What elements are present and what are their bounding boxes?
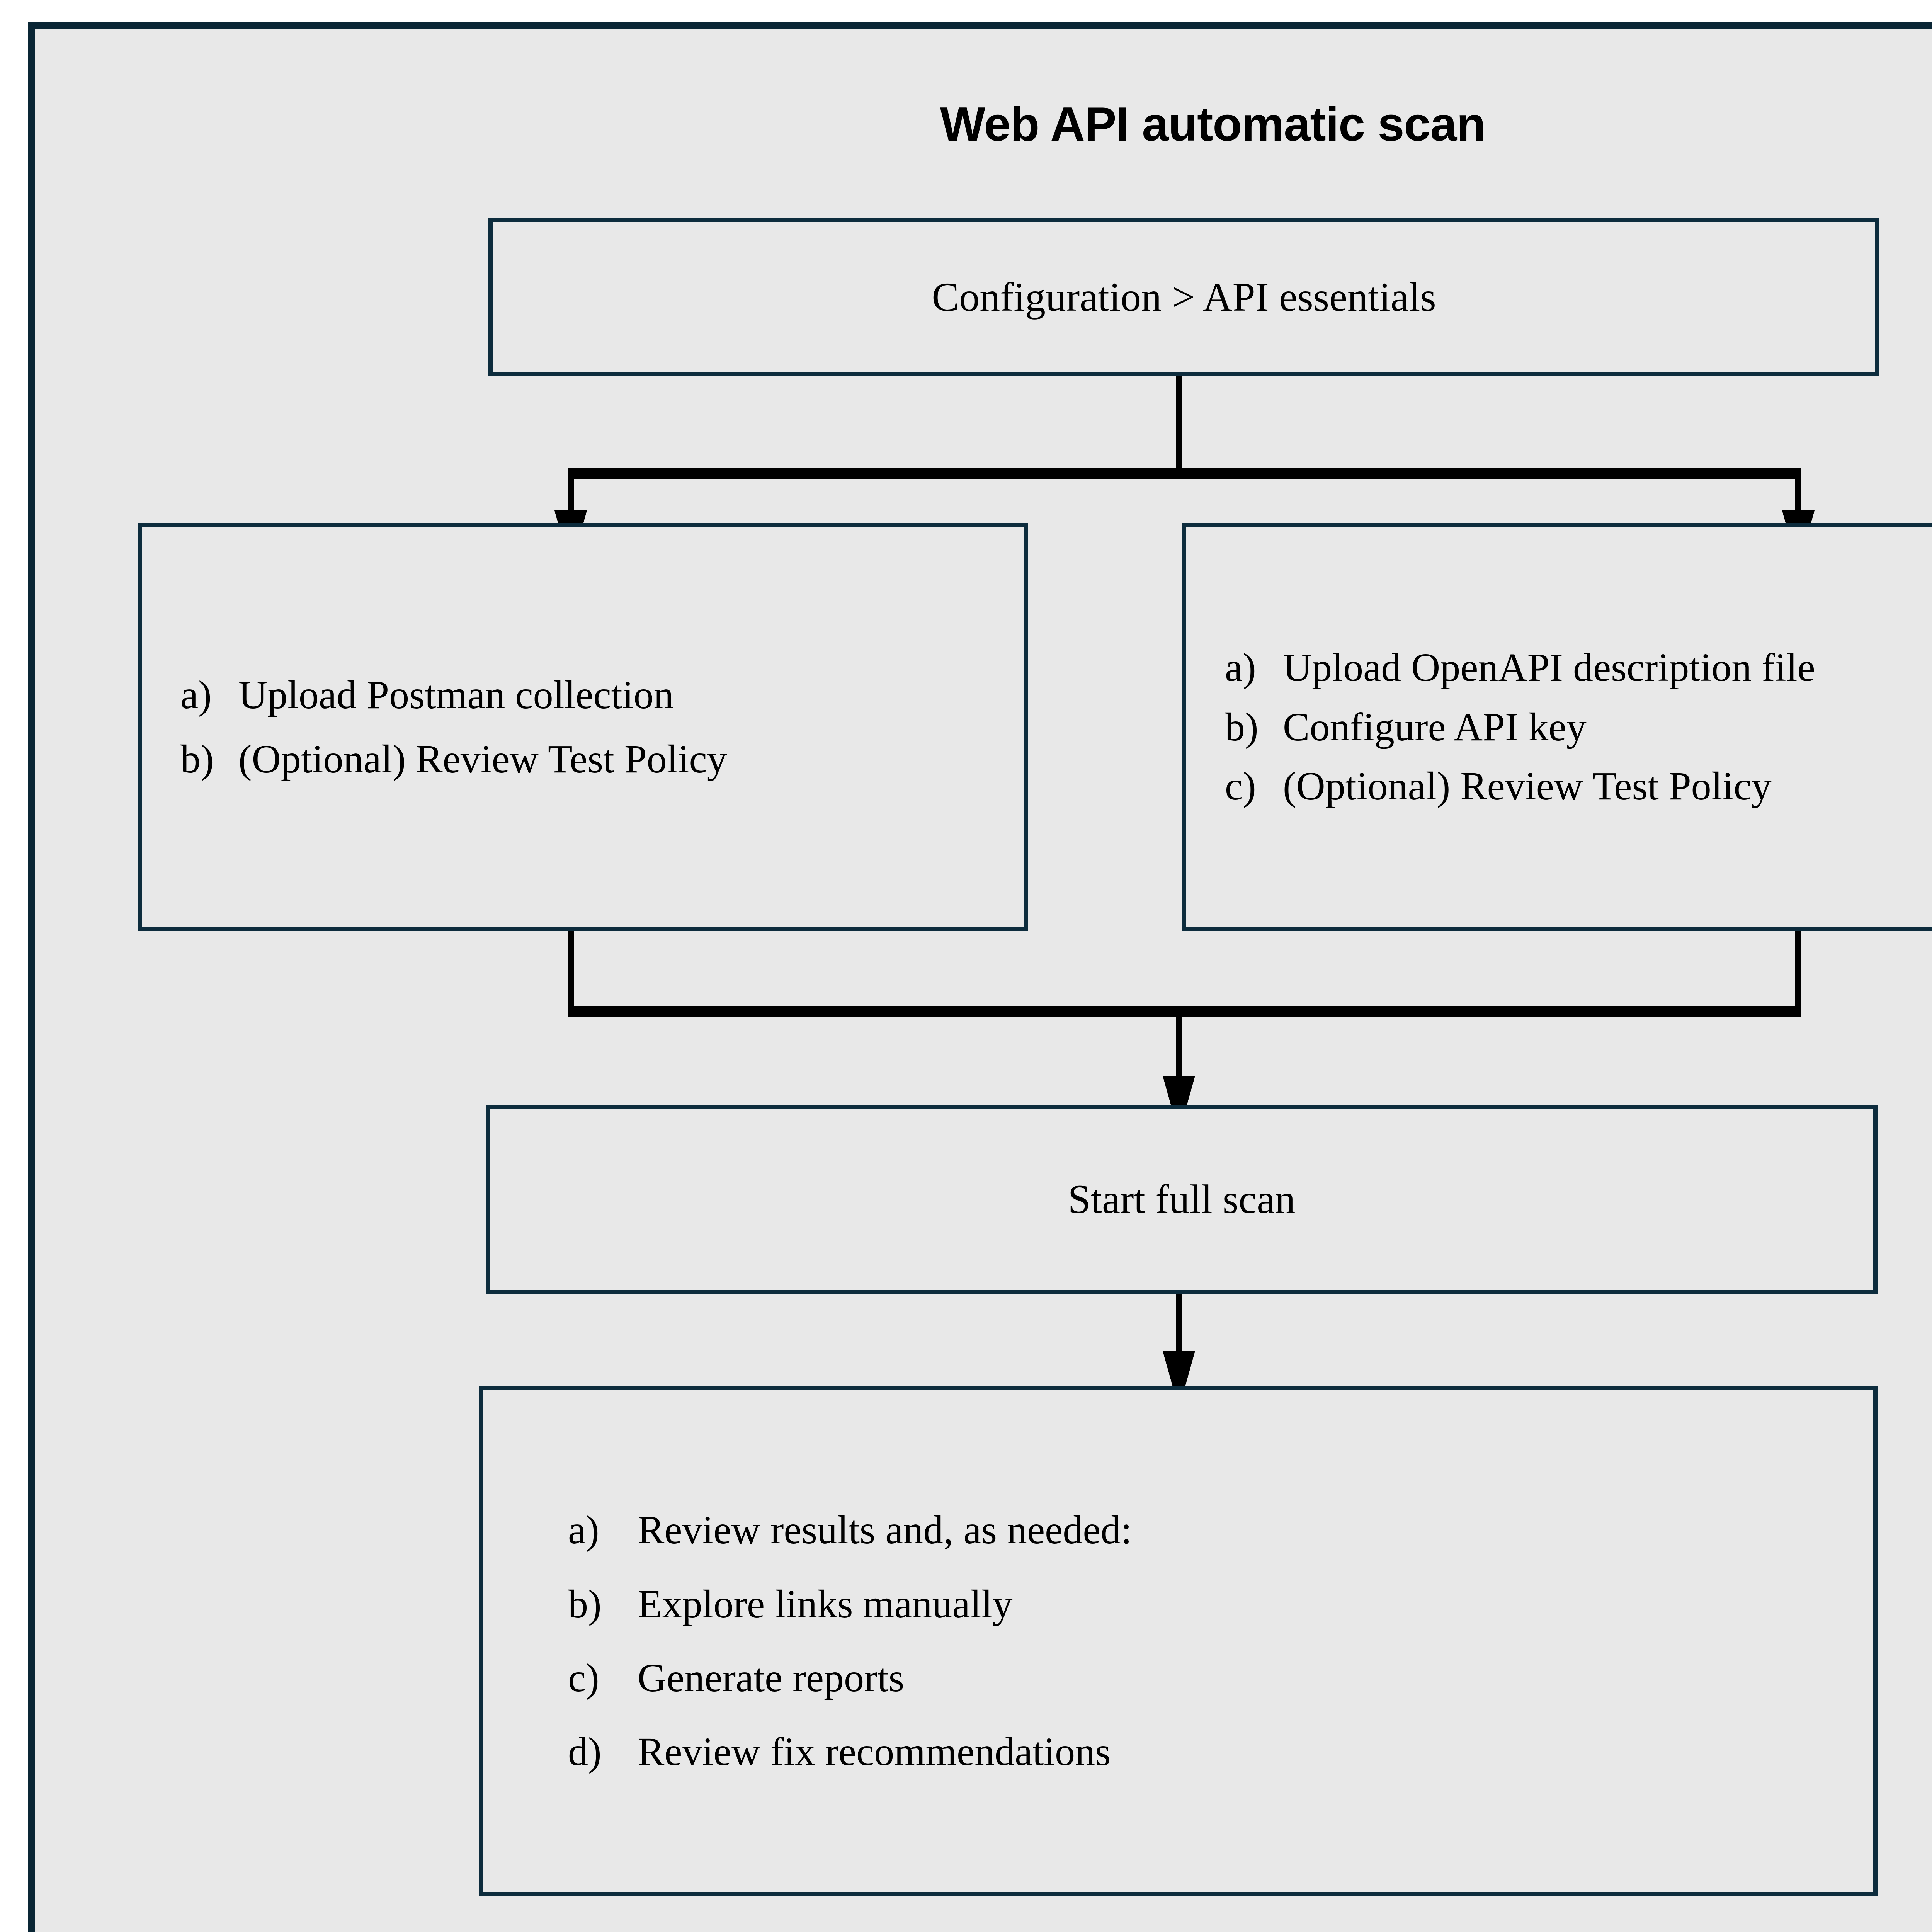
connector-merge-bar	[568, 1006, 1801, 1017]
list-item-marker: b)	[180, 736, 214, 781]
list-item-marker: c)	[1225, 764, 1256, 809]
list-item-text: Review fix recommendations	[638, 1730, 1111, 1774]
list-item: b) (Optional) Review Test Policy	[180, 732, 1009, 786]
connector-scan-results-stem	[1176, 1294, 1182, 1356]
connector-split-bar	[568, 468, 1801, 479]
connector-split-right-stem	[1795, 468, 1801, 512]
list-item: b) Configure API key	[1225, 700, 1932, 754]
page-title: Web API automatic scan	[940, 98, 1486, 151]
list-item: c) (Optional) Review Test Policy	[1225, 759, 1932, 813]
list-item: c) Generate reports	[568, 1651, 1858, 1705]
list-item: a) Upload Postman collection	[180, 668, 1009, 722]
list-item-marker: c)	[568, 1656, 599, 1700]
connector-merge-right-stem	[1795, 931, 1801, 1009]
node-start-full-scan[interactable]: Start full scan	[486, 1105, 1878, 1294]
list-item-text: (Optional) Review Test Policy	[238, 736, 727, 781]
list-item-text: (Optional) Review Test Policy	[1283, 764, 1772, 809]
list-item: a) Review results and, as needed:	[568, 1503, 1858, 1557]
connector-split-left-stem	[568, 468, 574, 512]
diagram-frame: Web API automatic scan Configuration > A…	[28, 22, 1932, 1932]
node-start-full-scan-label: Start full scan	[1068, 1177, 1296, 1222]
node-configuration-api-essentials[interactable]: Configuration > API essentials	[488, 218, 1879, 376]
node-configuration-label: Configuration > API essentials	[932, 274, 1436, 320]
list-item-text: Configure API key	[1283, 704, 1587, 749]
list-item-marker: a)	[568, 1508, 599, 1553]
list-item: b) Explore links manually	[568, 1577, 1858, 1631]
list-item-text: Explore links manually	[638, 1582, 1013, 1626]
list-item-marker: a)	[1225, 645, 1256, 690]
list-item-text: Upload OpenAPI description file	[1283, 645, 1815, 690]
list-item-text: Generate reports	[638, 1656, 905, 1700]
list-item: d) Review fix recommendations	[568, 1725, 1858, 1779]
list-item: a) Upload OpenAPI description file	[1225, 641, 1932, 694]
openapi-step-list: a) Upload OpenAPI description file b) Co…	[1186, 527, 1932, 927]
list-item-marker: d)	[568, 1730, 602, 1774]
list-item-text: Review results and, as needed:	[638, 1508, 1132, 1553]
results-step-list: a) Review results and, as needed: b) Exp…	[483, 1390, 1873, 1892]
node-upload-postman-collection[interactable]: a) Upload Postman collection b) (Optiona…	[138, 523, 1028, 931]
list-item-text: Upload Postman collection	[238, 673, 674, 718]
connector-merge-left-stem	[568, 931, 574, 1009]
connector-merge-stem	[1176, 1017, 1182, 1081]
list-item-marker: b)	[568, 1582, 602, 1626]
list-item-marker: a)	[180, 673, 212, 718]
node-review-results-actions[interactable]: a) Review results and, as needed: b) Exp…	[479, 1386, 1878, 1896]
connector-config-stem	[1176, 376, 1182, 471]
postman-step-list: a) Upload Postman collection b) (Optiona…	[142, 527, 1024, 927]
node-upload-openapi-description[interactable]: a) Upload OpenAPI description file b) Co…	[1182, 523, 1932, 931]
list-item-marker: b)	[1225, 704, 1259, 749]
